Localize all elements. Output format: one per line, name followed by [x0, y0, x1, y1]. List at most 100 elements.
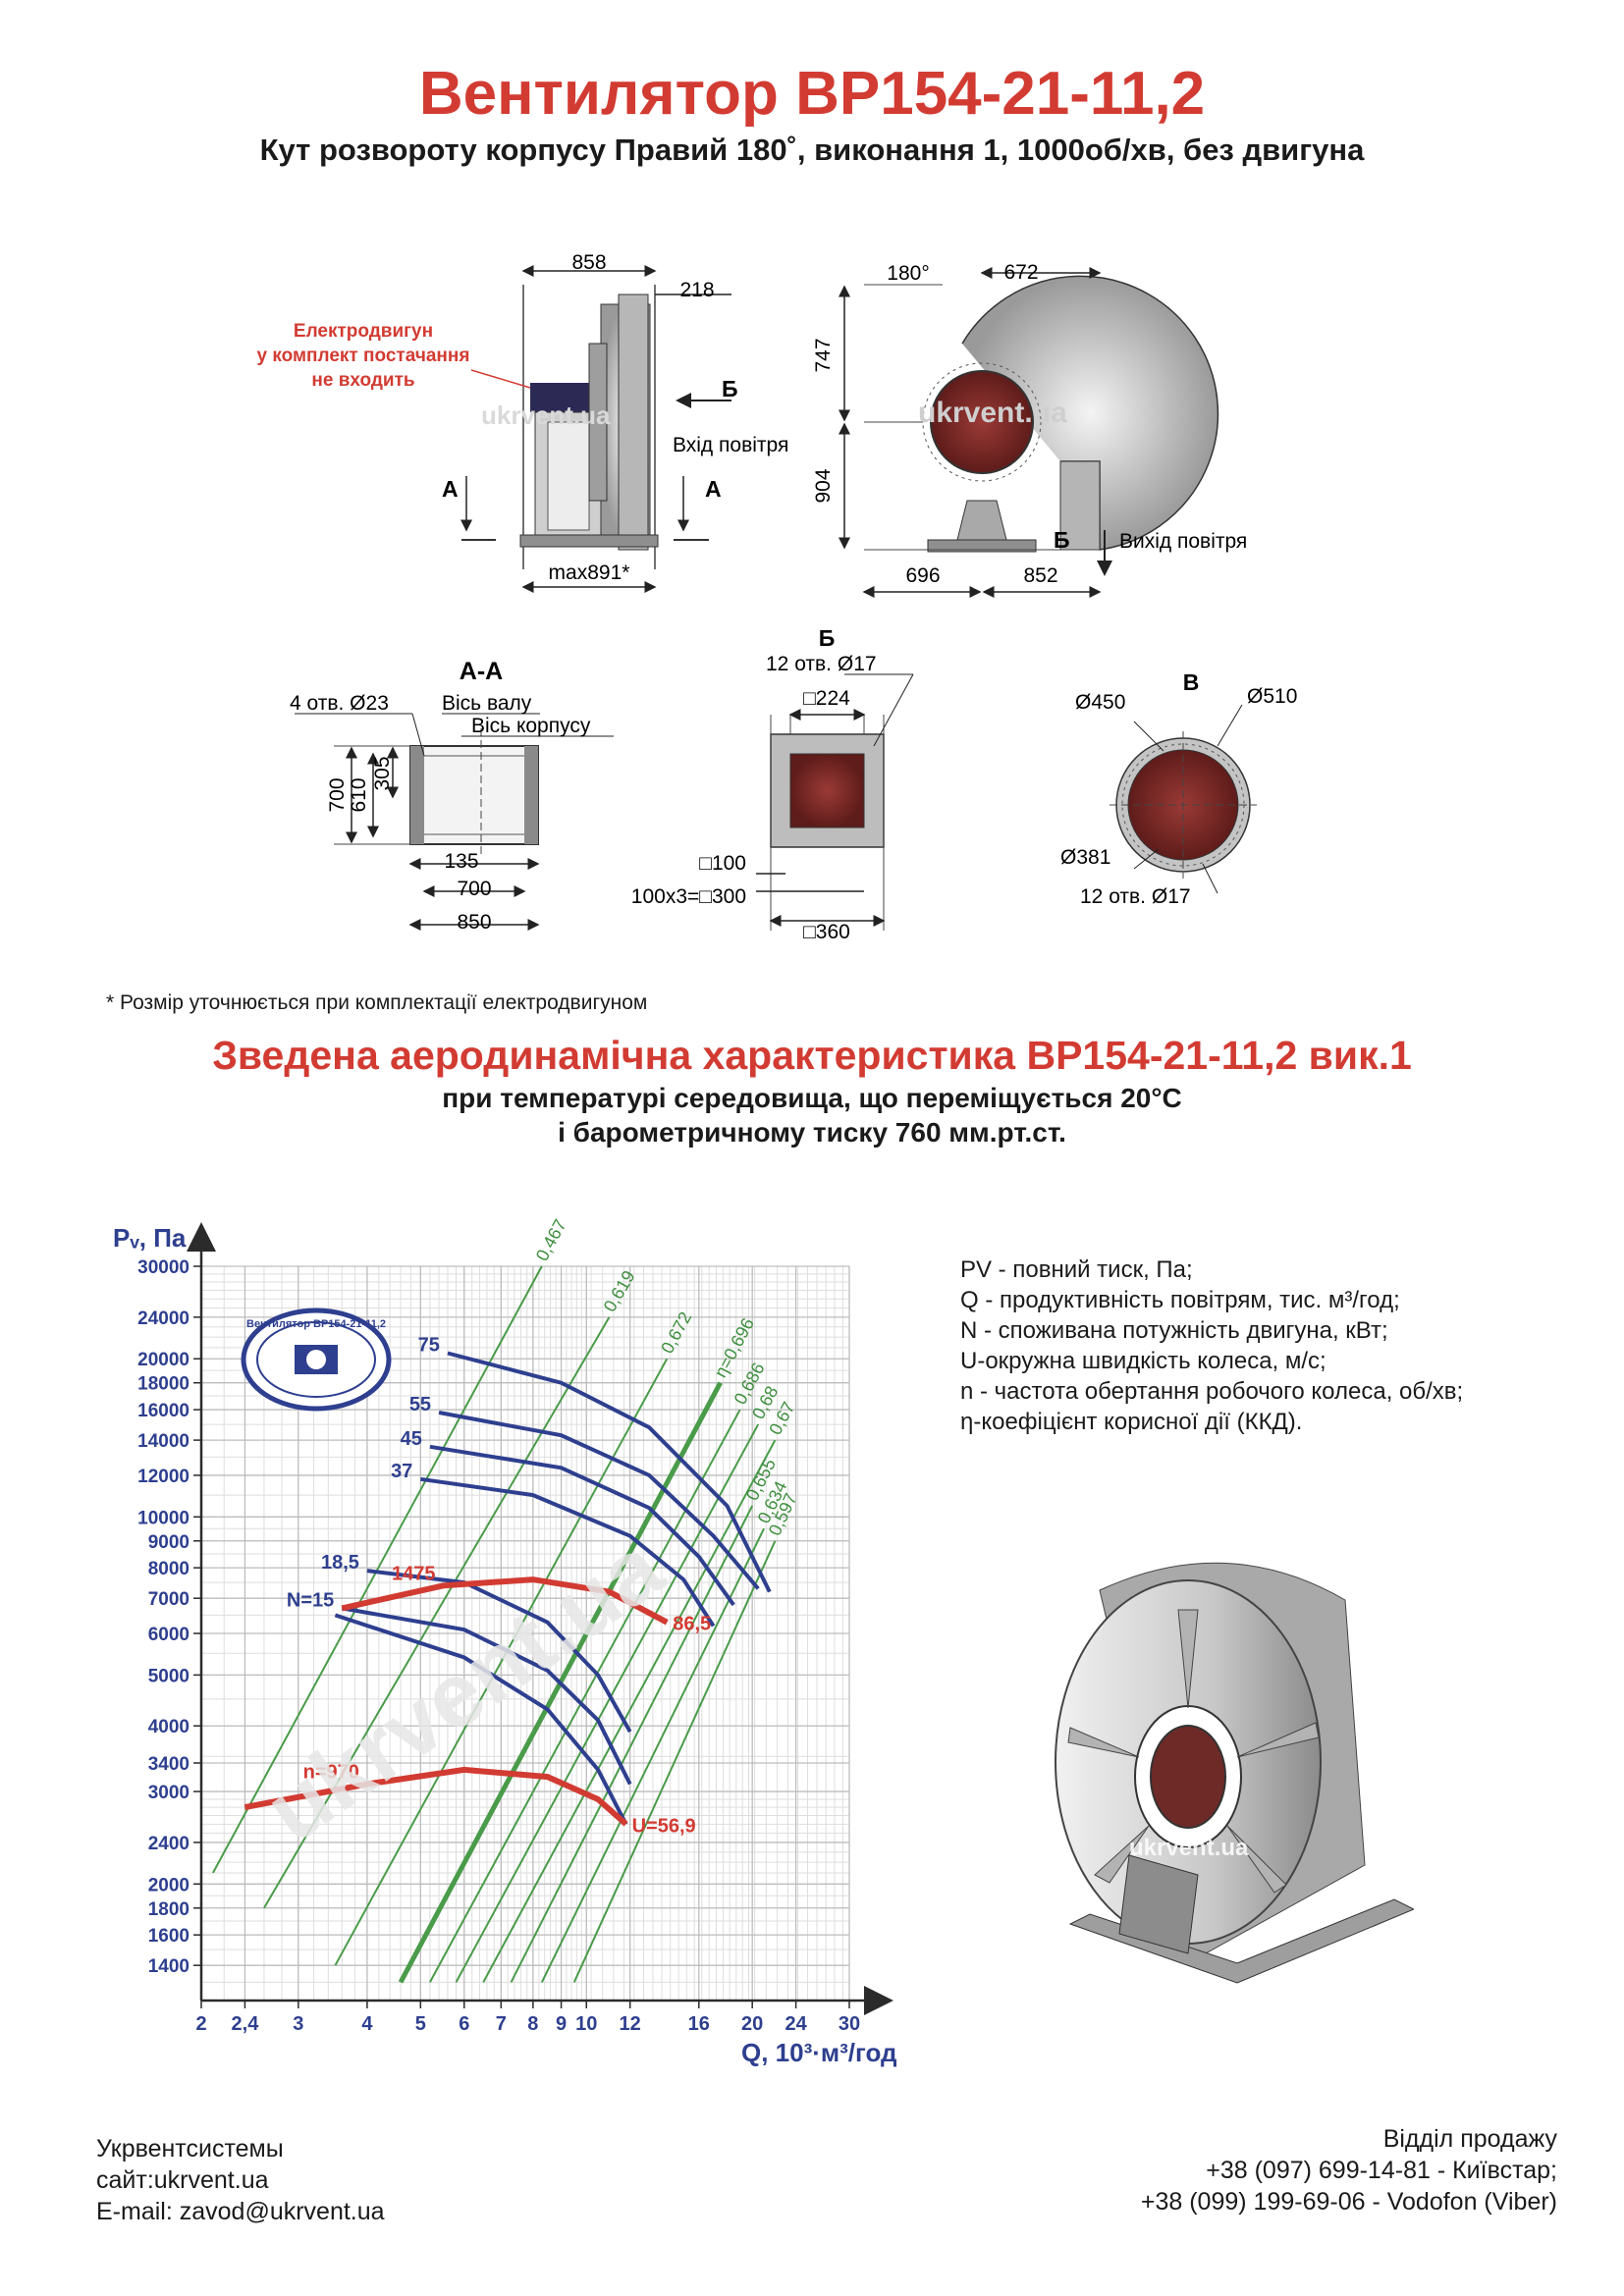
y-tick-label: 9000	[148, 1532, 189, 1553]
footer-phone-1[interactable]: +38 (097) 699-14-81 - Київстар;	[1206, 2157, 1557, 2184]
efficiency-line	[428, 1409, 741, 1983]
legend-n: N - споживана потужність двигуна, кВт;	[960, 1317, 1388, 1344]
dim-218: 218	[679, 279, 714, 301]
efficiency-label: 0,467	[532, 1216, 570, 1264]
x-tick-label: 6	[459, 2013, 469, 2035]
y-tick-label: 30000	[137, 1257, 189, 1278]
x-tick-label: 9	[556, 2013, 567, 2035]
x-tick-label: 12	[620, 2013, 641, 2035]
power-curve	[429, 1444, 735, 1607]
y-tick-label: 24000	[137, 1308, 189, 1329]
dim-904: 904	[812, 468, 835, 503]
v-title: В	[1183, 669, 1200, 695]
aa-dim-700v: 700	[326, 777, 349, 812]
motor-note-1: Електродвигун	[294, 321, 433, 342]
b-holes: 12 отв. Ø17	[766, 653, 877, 675]
efficiency-line	[455, 1423, 760, 1983]
aa-dim-700h: 700	[457, 878, 491, 900]
y-tick-label: 7000	[148, 1589, 189, 1610]
efficiency-line	[572, 1540, 777, 1983]
watermark-1: ukrvent.ua	[481, 400, 611, 430]
dim-852: 852	[1023, 564, 1057, 587]
b-sq224: □224	[803, 687, 850, 710]
inlet-label: Вхід повітря	[673, 434, 788, 456]
speed-curve	[341, 1576, 669, 1626]
y-tick-label: 2400	[148, 1834, 189, 1854]
x-tick-label: 2	[195, 2013, 206, 2035]
page-subtitle: Кут розвороту корпусу Правий 180˚, викон…	[259, 133, 1365, 167]
b-title: Б	[819, 625, 836, 651]
x-tick-label: 5	[415, 2013, 426, 2035]
dim-180deg: 180°	[887, 262, 929, 285]
power-curve-label: N=15	[287, 1589, 334, 1611]
y-tick-label: 3000	[148, 1783, 189, 1803]
legend-eta: η-коефіцієнт корисної дії (ККД).	[960, 1409, 1303, 1435]
aa-dim-850: 850	[457, 911, 491, 934]
y-tick-label: 1400	[148, 1956, 189, 1977]
section-aa-drawing: А-А 4 отв. Ø23 Вісь валу Вісь корпусу 70…	[290, 658, 614, 934]
y-tick-label: 1800	[148, 1899, 189, 1920]
power-curve-label: 37	[391, 1461, 412, 1482]
arrow-b-label: Б	[722, 376, 738, 401]
legend-q: Q - продуктивність повітрям, тис. м³/год…	[960, 1287, 1400, 1313]
x-tick-label: 4	[361, 2013, 373, 2035]
y-tick-label: 3400	[148, 1754, 189, 1775]
aa-holes: 4 отв. Ø23	[290, 692, 389, 715]
efficiency-line	[263, 1316, 611, 1909]
aa-shaft-axis: Вісь валу	[442, 692, 532, 715]
y-axis-label: Pᵥ, Па	[113, 1223, 187, 1253]
aa-dim-135: 135	[444, 850, 478, 873]
footer-site[interactable]: сайт:ukrvent.ua	[96, 2166, 269, 2194]
x-tick-label: 8	[527, 2013, 538, 2035]
y-tick-label: 12000	[137, 1467, 189, 1487]
conditions-line-1: при температурі середовища, що переміщує…	[442, 1083, 1182, 1113]
x-axis-label: Q, 10³·м³/год	[741, 2038, 897, 2067]
footer-phone-2[interactable]: +38 (099) 199-69-06 - Vodofon (Viber)	[1140, 2188, 1557, 2216]
x-tick-label: 20	[741, 2013, 763, 2035]
stamp-logo: Вентилятор ВР154-21-11,2	[241, 1308, 392, 1412]
power-curve-label: 55	[409, 1394, 431, 1415]
legend-rpm: n - частота обертання робочого колеса, о…	[960, 1378, 1464, 1405]
efficiency-line	[510, 1505, 754, 1983]
aa-dim-305: 305	[371, 756, 394, 790]
power-curve	[334, 1613, 628, 1826]
y-tick-label: 4000	[148, 1717, 189, 1737]
y-tick-label: 2000	[148, 1875, 189, 1896]
aa-dim-610: 610	[348, 777, 370, 812]
power-curve	[447, 1351, 772, 1593]
power-curve-label: 75	[418, 1334, 440, 1356]
watermark-2: ukrvent.ua	[918, 397, 1067, 429]
b-sq300: 100x3=□300	[631, 885, 746, 908]
stamp-text: Вентилятор ВР154-21-11,2	[246, 1318, 386, 1330]
conditions-line-2: і барометричному тиску 760 мм.рт.ст.	[558, 1117, 1066, 1148]
power-curve-label: 45	[401, 1428, 422, 1450]
footer-email[interactable]: E-mail: zavod@ukrvent.ua	[96, 2198, 385, 2225]
section-title: Зведена аеродинамічна характеристика ВР1…	[212, 1033, 1412, 1078]
y-tick-label: 8000	[148, 1559, 189, 1579]
y-tick-label: 5000	[148, 1666, 189, 1686]
efficiency-line	[482, 1439, 777, 1983]
motor-note-2: у комплект постачання	[257, 346, 470, 366]
cut-a-right: А	[705, 476, 722, 502]
technical-drawings: 858 218 max891* Б Вхід повітря А А Елект…	[257, 251, 1298, 943]
x-tick-label: 10	[575, 2013, 597, 2035]
footer-sales-title: Відділ продажу	[1382, 2125, 1557, 2153]
efficiency-line	[212, 1265, 543, 1874]
front-view-drawing: 180° 672 747 904 696 852 Б Вихід повітря…	[812, 261, 1247, 598]
arrow-b-label-front: Б	[1054, 527, 1070, 553]
power-curve	[420, 1476, 716, 1628]
speed-curve-end-label: 86,5	[673, 1614, 711, 1635]
fan-watermark: ukrvent.ua	[1129, 1835, 1249, 1861]
v-holes: 12 отв. Ø17	[1080, 885, 1191, 908]
dim-858: 858	[571, 251, 606, 274]
power-curve-label: 18,5	[321, 1552, 359, 1574]
y-tick-label: 16000	[137, 1401, 189, 1421]
dim-max891: max891*	[549, 561, 630, 584]
y-tick-label: 18000	[137, 1374, 189, 1395]
legend-u: U-окружна швидкість колеса, м/с;	[960, 1348, 1326, 1374]
y-tick-label: 14000	[137, 1431, 189, 1452]
aa-casing-axis: Вісь корпусу	[471, 715, 591, 737]
v-d381: Ø381	[1060, 846, 1110, 869]
cut-a-left: А	[442, 476, 459, 502]
